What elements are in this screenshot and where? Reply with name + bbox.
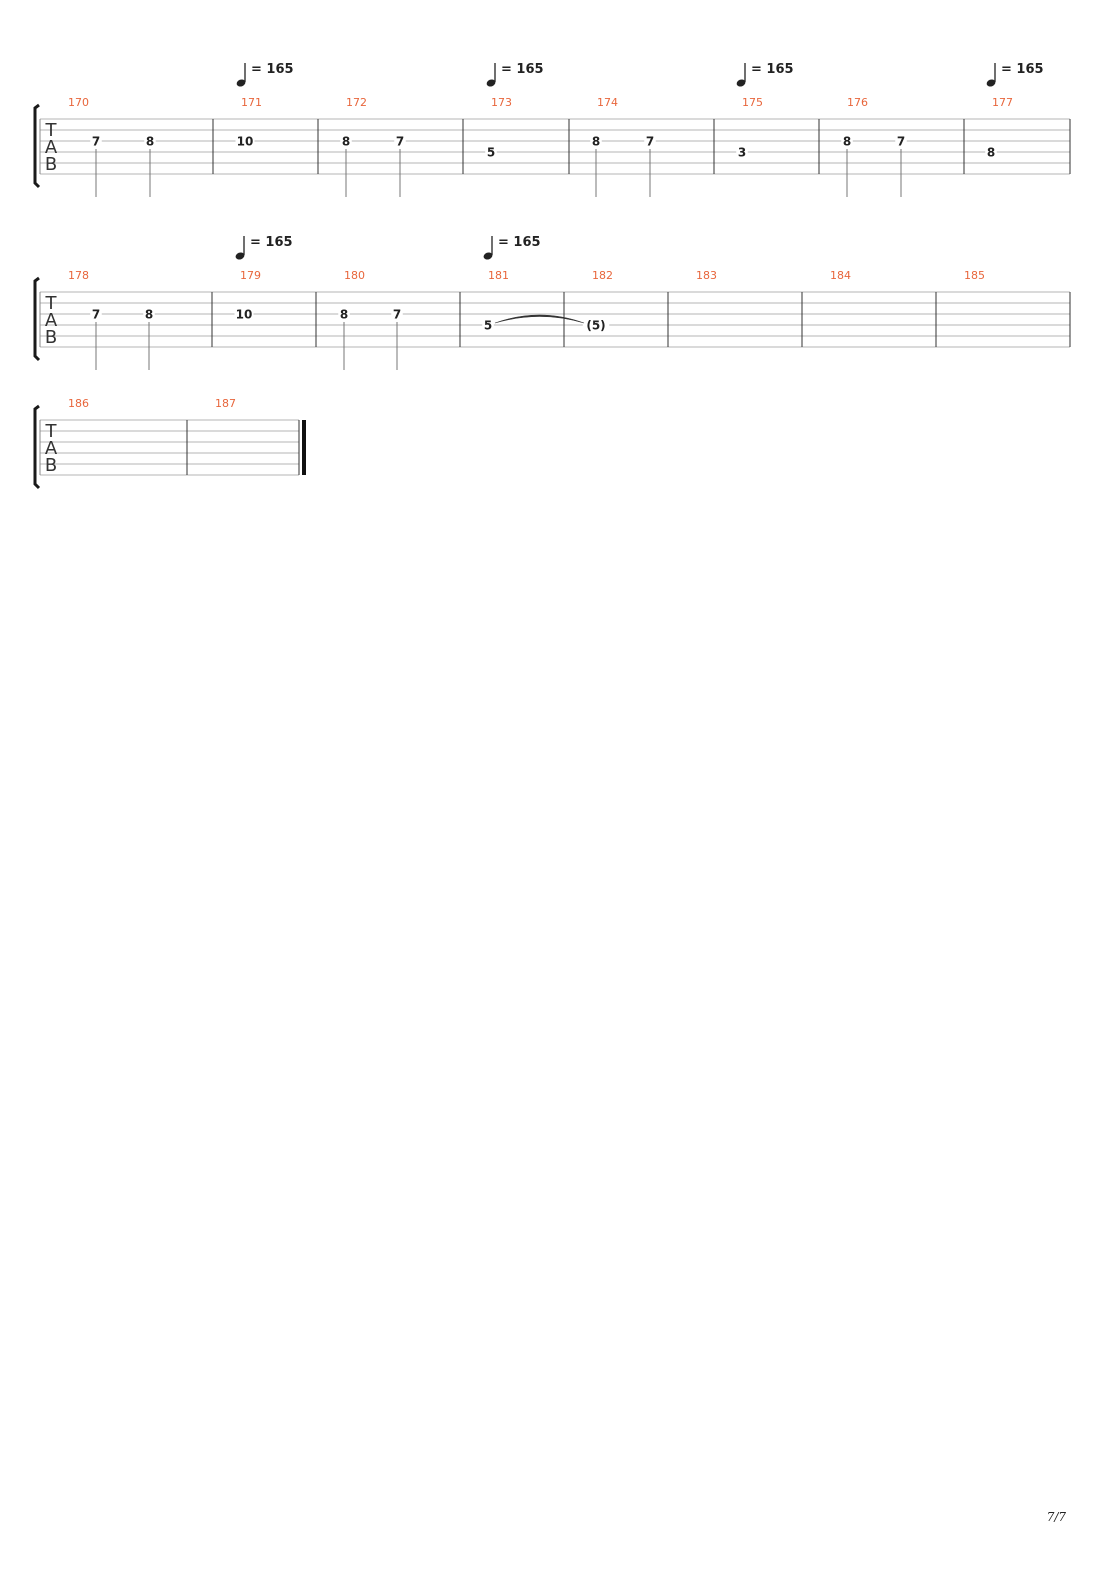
bar-number: 175	[742, 96, 763, 109]
bar-number: 185	[964, 269, 985, 282]
tempo-marking: = 165	[736, 62, 794, 87]
bar-number: 173	[491, 96, 512, 109]
bar-number: 182	[592, 269, 613, 282]
fret-bg	[235, 135, 255, 147]
fret-bg	[985, 146, 997, 158]
tab-letter-a: A	[45, 310, 58, 331]
tempo-marking: = 165	[236, 62, 294, 87]
tempo-value: = 165	[251, 62, 294, 77]
fret-bg	[143, 308, 155, 320]
fret-number: 10	[237, 135, 254, 149]
tab-letter-t: T	[45, 421, 58, 442]
fret-bg	[144, 135, 156, 147]
fret-bg	[841, 135, 853, 147]
fret-bg	[485, 146, 497, 158]
fret-number: (5)	[586, 319, 605, 333]
fret-bg	[736, 146, 748, 158]
tempo-marking: = 165	[986, 62, 1044, 87]
bar-number: 179	[240, 269, 261, 282]
tempo-marking: = 165	[486, 62, 544, 87]
tempo-value: = 165	[1001, 62, 1044, 77]
fret-bg	[90, 135, 102, 147]
bar-number: 170	[68, 96, 89, 109]
fret-number: 7	[396, 135, 404, 149]
fret-number: 7	[92, 135, 100, 149]
tab-system-2: TAB 178 7 8 179 10 180 8 7 181 5 182 (5) 183 184 185 = 1…	[33, 235, 1071, 370]
fret-bg	[234, 308, 254, 320]
tab-system-1: TAB 170 7 8 171 10 172 8 7 173 5 174 8 7 175 3 176 8 7 177 8…	[33, 62, 1071, 197]
fret-bg	[391, 308, 403, 320]
quarter-note-icon	[986, 79, 996, 87]
fret-number: 8	[342, 135, 350, 149]
fret-bg	[582, 319, 610, 331]
fret-number: 5	[487, 146, 495, 160]
fret-bg	[394, 135, 406, 147]
tempo-marking: = 165	[235, 235, 293, 260]
tempo-value: = 165	[751, 62, 794, 77]
fret-bg	[895, 135, 907, 147]
tempo-value: = 165	[501, 62, 544, 77]
quarter-note-icon	[486, 79, 496, 87]
bar-number: 172	[346, 96, 367, 109]
fret-number: 8	[987, 146, 995, 160]
bar-number: 176	[847, 96, 868, 109]
fret-number: 7	[92, 308, 100, 322]
tie-arc	[494, 314, 585, 324]
bar-number: 171	[241, 96, 262, 109]
tab-letter-a: A	[45, 438, 58, 459]
bar-number: 180	[344, 269, 365, 282]
bar-number: 187	[215, 397, 236, 410]
fret-number: 3	[738, 146, 746, 160]
bar-number: 184	[830, 269, 851, 282]
tab-system-3: TAB 186 187	[33, 397, 306, 490]
final-barline	[302, 420, 306, 475]
tab-letter-a: A	[45, 137, 58, 158]
tempo-value: = 165	[498, 235, 541, 250]
fret-bg	[482, 319, 494, 331]
tab-letter-b: B	[45, 327, 57, 348]
fret-number: 7	[897, 135, 905, 149]
system-bracket	[33, 103, 41, 189]
tab-letter-b: B	[45, 455, 57, 476]
fret-number: 8	[146, 135, 154, 149]
fret-bg	[590, 135, 602, 147]
tempo-marking: = 165	[483, 235, 541, 260]
bar-number: 178	[68, 269, 89, 282]
tempo-value: = 165	[250, 235, 293, 250]
quarter-note-icon	[236, 79, 246, 87]
page-number: 7/7	[1046, 1510, 1066, 1524]
bar-number: 181	[488, 269, 509, 282]
quarter-note-icon	[736, 79, 746, 87]
fret-bg	[340, 135, 352, 147]
quarter-note-icon	[235, 252, 245, 260]
system-bracket	[33, 276, 41, 362]
bar-number: 177	[992, 96, 1013, 109]
fret-bg	[90, 308, 102, 320]
fret-number: 8	[145, 308, 153, 322]
bar-number: 183	[696, 269, 717, 282]
tab-letter-t: T	[45, 293, 58, 314]
fret-number: 8	[843, 135, 851, 149]
fret-number: 8	[592, 135, 600, 149]
tab-letter-t: T	[45, 120, 58, 141]
fret-number: 7	[393, 308, 401, 322]
fret-bg	[338, 308, 350, 320]
bar-number: 174	[597, 96, 618, 109]
fret-number: 10	[236, 308, 253, 322]
fret-number: 5	[484, 319, 492, 333]
fret-bg	[644, 135, 656, 147]
fret-number: 7	[646, 135, 654, 149]
fret-number: 8	[340, 308, 348, 322]
quarter-note-icon	[483, 252, 493, 260]
bar-number: 186	[68, 397, 89, 410]
tab-letter-b: B	[45, 154, 57, 175]
system-bracket	[33, 404, 41, 490]
